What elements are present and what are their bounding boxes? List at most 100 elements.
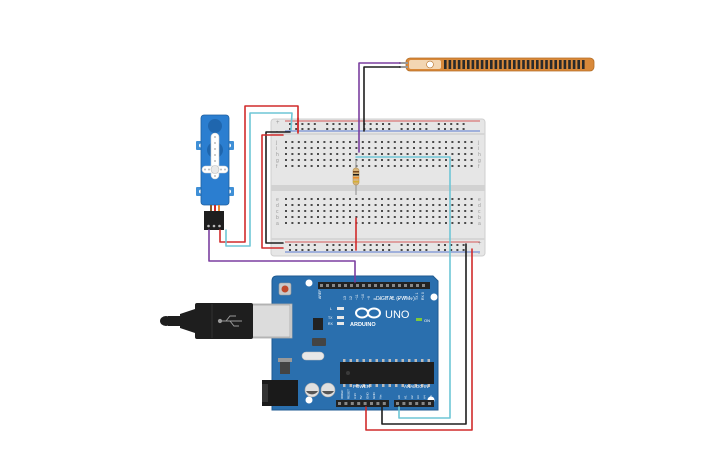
- breadboard-hole: [387, 153, 390, 155]
- rail-hole: [388, 128, 391, 130]
- breadboard-hole: [406, 216, 409, 218]
- breadboard-hole: [304, 153, 307, 155]
- wire-purple-servo[interactable]: [208, 229, 356, 283]
- header-pin[interactable]: [392, 284, 395, 287]
- header-pin[interactable]: [370, 402, 373, 405]
- breadboard-hole: [349, 165, 351, 167]
- flex-stripe: [513, 60, 516, 69]
- header-pin[interactable]: [402, 402, 406, 405]
- wire-red-5v[interactable]: [365, 248, 473, 431]
- breadboard-hole: [425, 216, 428, 218]
- reset-button-cap[interactable]: [281, 285, 289, 293]
- rail-hole: [406, 244, 409, 246]
- header-pin[interactable]: [422, 284, 425, 287]
- digital-pin-label: 13: [343, 296, 347, 300]
- header-pin[interactable]: [415, 402, 419, 405]
- header-pin[interactable]: [362, 284, 365, 287]
- breadboard-hole: [432, 141, 435, 143]
- breadboard-hole: [342, 210, 345, 212]
- flex-sensor[interactable]: [399, 57, 595, 72]
- rail-hole: [444, 123, 446, 125]
- analog-header[interactable]: [394, 400, 434, 407]
- breadboard-hole: [355, 153, 358, 155]
- flex-stripe: [494, 60, 498, 69]
- wire-red-top[interactable]: [219, 105, 299, 243]
- breadboard-hole: [432, 153, 435, 155]
- power-header[interactable]: [336, 400, 389, 407]
- rail-hole: [344, 123, 347, 125]
- header-pin[interactable]: [344, 284, 347, 287]
- breadboard-hole: [381, 153, 383, 155]
- header-pin[interactable]: [350, 284, 353, 287]
- breadboard-hole: [419, 165, 422, 167]
- header-pin[interactable]: [356, 284, 359, 287]
- breadboard-hole: [457, 210, 460, 212]
- header-pin[interactable]: [421, 402, 425, 405]
- header-pin[interactable]: [350, 402, 354, 405]
- horn-hole: [214, 175, 216, 177]
- header-pin[interactable]: [428, 402, 431, 405]
- header-pin[interactable]: [396, 402, 399, 405]
- breadboard-hole: [361, 222, 364, 224]
- header-pin[interactable]: [376, 402, 380, 405]
- header-pin[interactable]: [410, 284, 413, 287]
- breadboard-hole: [393, 141, 396, 143]
- usb-cable[interactable]: [160, 303, 291, 339]
- rail-hole: [301, 244, 304, 246]
- header-pin[interactable]: [363, 402, 367, 405]
- breadboard-hole: [393, 222, 396, 224]
- crystal: [301, 351, 325, 361]
- breadboard-hole: [413, 216, 415, 218]
- breadboard-hole: [323, 222, 326, 224]
- chip-pin: [343, 359, 346, 362]
- header-pin[interactable]: [357, 402, 361, 405]
- horn-hole: [220, 168, 222, 171]
- header-pin[interactable]: [344, 402, 348, 405]
- rail-hole: [307, 123, 310, 125]
- breadboard-hole: [355, 198, 358, 200]
- rail-hole: [289, 128, 291, 130]
- servo-motor[interactable]: [196, 114, 234, 230]
- row-letter: b: [276, 215, 279, 221]
- breadboard-hole: [400, 165, 403, 167]
- header-pin[interactable]: [374, 284, 377, 287]
- breadboard-hole: [381, 210, 383, 212]
- breadboard-hole: [393, 165, 396, 167]
- breadboard-hole: [310, 204, 313, 206]
- resistor[interactable]: [352, 160, 360, 195]
- breadboard-hole: [310, 216, 313, 218]
- header-pin[interactable]: [320, 284, 323, 287]
- rail-hole: [313, 128, 316, 130]
- breadboard-hole: [406, 159, 409, 161]
- wire-red-rail-left[interactable]: [261, 134, 284, 249]
- wire-black-flex[interactable]: [363, 66, 401, 132]
- header-pin[interactable]: [386, 284, 389, 287]
- rail-hole: [351, 244, 353, 246]
- wire-cyan-analog[interactable]: [355, 156, 451, 419]
- digital-pin-label: ~5: [391, 296, 395, 300]
- header-pin[interactable]: [332, 284, 335, 287]
- header-pin[interactable]: [382, 402, 386, 405]
- analog-pin-label: A2: [410, 395, 414, 399]
- rail-hole: [326, 244, 329, 246]
- header-pin[interactable]: [404, 284, 407, 287]
- header-pin[interactable]: [338, 402, 341, 405]
- wire-cyan-servo[interactable]: [225, 112, 293, 247]
- header-pin[interactable]: [368, 284, 371, 287]
- rail-hole: [307, 244, 310, 246]
- header-pin[interactable]: [408, 402, 412, 405]
- wire-black-gnd[interactable]: [381, 243, 467, 425]
- wire-purple-flex[interactable]: [358, 62, 401, 153]
- header-pin[interactable]: [416, 284, 419, 287]
- breadboard-hole: [457, 198, 460, 200]
- breadboard-hole: [464, 159, 467, 161]
- wire-black-rail-left[interactable]: [265, 131, 291, 244]
- rail-hole: [425, 244, 428, 246]
- rail-hole: [344, 249, 347, 251]
- header-pin[interactable]: [398, 284, 401, 287]
- analog-pin-label: A3: [416, 395, 420, 399]
- header-pin[interactable]: [380, 284, 383, 287]
- header-pin[interactable]: [338, 284, 341, 287]
- header-pin[interactable]: [326, 284, 329, 287]
